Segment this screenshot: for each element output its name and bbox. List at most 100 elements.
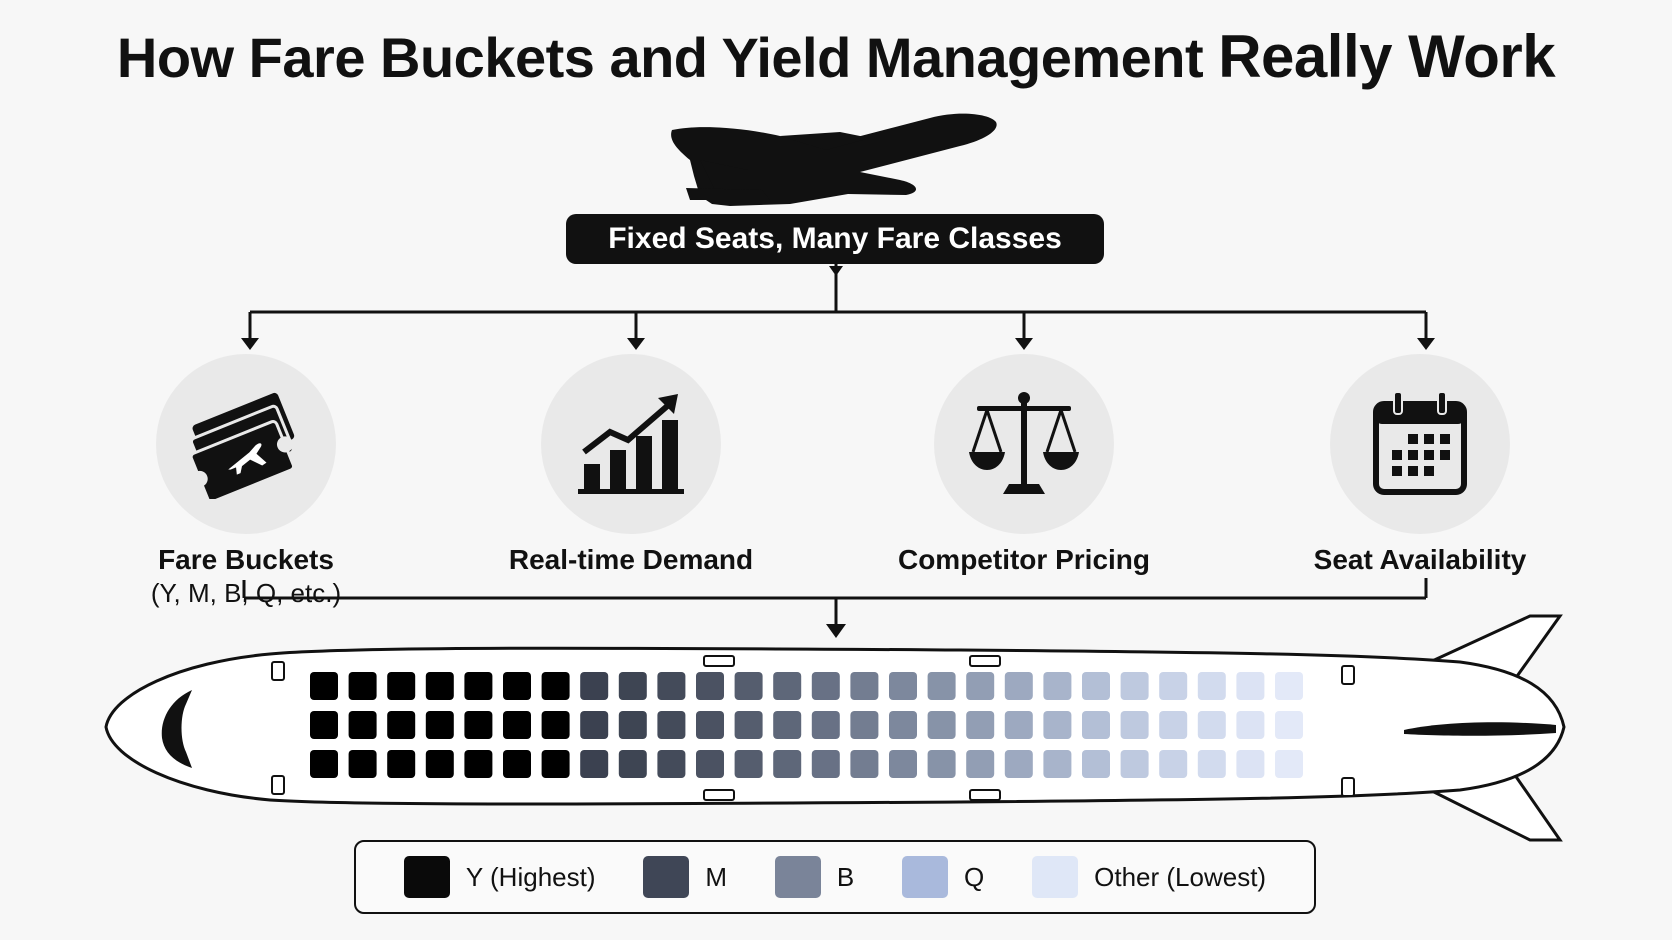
seat [811, 711, 840, 739]
tail-fin [1404, 722, 1556, 736]
seat [464, 711, 493, 739]
factor-label: Real-time Demand [508, 544, 754, 575]
factor-label: Competitor Pricing [897, 544, 1150, 575]
seat [425, 750, 454, 778]
seat [1082, 750, 1110, 778]
bottom-connectors [242, 578, 1428, 628]
door-markers [271, 655, 1355, 801]
seat [1082, 711, 1110, 739]
seat [696, 672, 724, 700]
seat [387, 750, 416, 778]
factor-icon-circle [934, 354, 1114, 534]
seat [348, 711, 377, 739]
factor-seat-availability: Seat Availability [1250, 354, 1590, 576]
seat [618, 672, 647, 700]
seat [1082, 672, 1110, 700]
seat [966, 672, 995, 700]
seat [387, 711, 416, 739]
seat [696, 750, 724, 778]
seat [1197, 750, 1226, 778]
seat [773, 711, 802, 739]
seat [541, 711, 570, 739]
seat [1159, 672, 1188, 700]
seat [580, 711, 609, 739]
seat [348, 750, 377, 778]
title-main: How Fare Buckets and Yield Management [116, 26, 1219, 89]
seat [696, 711, 724, 739]
seat [773, 672, 802, 700]
seat [1236, 750, 1265, 778]
seat [387, 672, 416, 700]
seat [1120, 750, 1149, 778]
seat [811, 672, 840, 700]
seat [618, 711, 647, 739]
seat [1236, 711, 1265, 739]
seat [464, 750, 493, 778]
seat [1236, 672, 1265, 700]
tickets-icon [189, 392, 296, 499]
legend-label: Q [964, 861, 985, 892]
seat [811, 750, 840, 778]
calendar-icon [1373, 391, 1467, 495]
seat [425, 672, 454, 700]
legend-swatch [902, 856, 949, 898]
fixed-seats-box: Fixed Seats, Many Fare Classes [566, 214, 1104, 264]
seat [1197, 711, 1226, 739]
seat [1275, 711, 1303, 739]
seat [503, 750, 531, 778]
seat [1043, 750, 1072, 778]
seat [889, 711, 917, 739]
legend-swatch [403, 856, 450, 898]
legend-item-b: B [774, 856, 855, 898]
legend-item-m: M [643, 856, 727, 898]
seat [1159, 750, 1188, 778]
factor-real-time-demand: Real-time Demand [461, 354, 801, 576]
seat [657, 711, 686, 739]
factor-competitor-pricing: Competitor Pricing [854, 354, 1194, 576]
scales-icon [969, 392, 1079, 494]
seat [503, 672, 531, 700]
seat [348, 672, 377, 700]
legend-item-y: Y (Highest) [403, 856, 596, 898]
factor-label: Fare Buckets [158, 544, 334, 575]
seat [850, 750, 879, 778]
seat [657, 750, 686, 778]
seat [310, 711, 338, 739]
factor-icon-circle [1330, 354, 1510, 534]
seat [310, 750, 338, 778]
factor-sublabel: (Y, M, B, Q, etc.) [150, 578, 342, 608]
legend-label: B [836, 861, 855, 892]
seat [927, 711, 956, 739]
seat [1043, 711, 1072, 739]
seat [1120, 672, 1149, 700]
seat [1043, 672, 1072, 700]
seat [1004, 672, 1033, 700]
seat [1159, 711, 1188, 739]
seat [310, 672, 338, 700]
bottom-arrowhead [826, 624, 846, 638]
legend-label: M [705, 861, 728, 892]
factor-icon-circle [541, 354, 721, 534]
seat [1120, 711, 1149, 739]
seat [889, 750, 917, 778]
top-arrowheads [241, 266, 1435, 350]
seat [1004, 711, 1033, 739]
fare-class-legend: Y (Highest) M B Q Other (Lowest) [354, 840, 1316, 914]
rising-chart-icon [578, 394, 684, 494]
legend-swatch [1032, 856, 1079, 898]
seat [889, 672, 917, 700]
seat [580, 750, 609, 778]
seat [734, 711, 763, 739]
seat [966, 711, 995, 739]
factor-label: Seat Availability [1313, 544, 1527, 575]
factor-fare-buckets: Fare Buckets (Y, M, B, Q, etc.) [76, 354, 416, 609]
seat [927, 750, 956, 778]
seat [1197, 672, 1226, 700]
seat-grid [310, 672, 1303, 778]
legend-label: Y (Highest) [465, 861, 596, 892]
seat [1004, 750, 1033, 778]
seat [1275, 672, 1303, 700]
legend-item-other: Other (Lowest) [1032, 856, 1266, 898]
page-title: How Fare Buckets and Yield Management Re… [0, 22, 1672, 91]
seat [425, 711, 454, 739]
